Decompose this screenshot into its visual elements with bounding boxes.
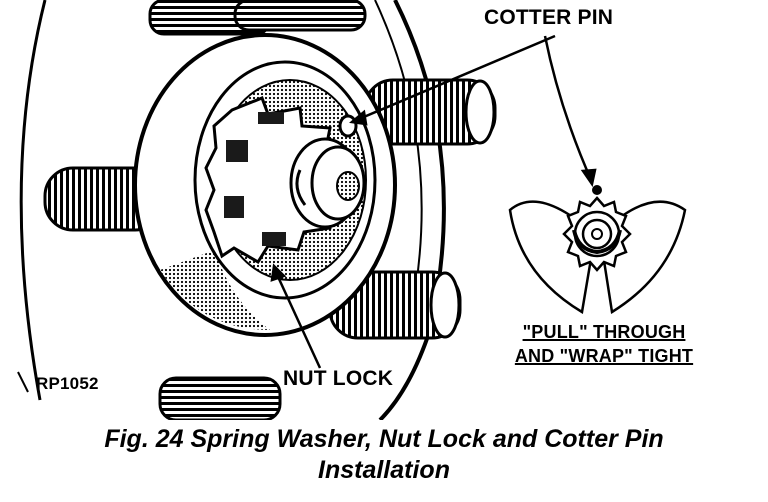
cotter-pin-label: COTTER PIN [484, 6, 614, 29]
reference-tick [17, 371, 29, 393]
cotter-pin-detail [508, 185, 687, 315]
spindle-end [289, 114, 366, 229]
instruction-line-1: "PULL" THROUGH [522, 322, 686, 342]
upper-right-stud [363, 78, 497, 146]
nut-lock-label: NUT LOCK [283, 367, 394, 390]
nut-lock-leader [270, 263, 322, 369]
caption-line-1: Fig. 24 Spring Washer, Nut Lock and Cott… [104, 425, 664, 453]
top-stud [148, 0, 367, 36]
cotter-pin-leader [349, 34, 597, 188]
bottom-stud [158, 376, 282, 420]
instruction-label: "PULL" THROUGH AND "WRAP" TIGHT [498, 320, 710, 368]
lower-right-stud [328, 270, 462, 340]
instruction-line-2: AND "WRAP" TIGHT [514, 346, 694, 366]
caption-line-2: Installation [318, 456, 450, 484]
figure-caption: Fig. 24 Spring Washer, Nut Lock and Cott… [0, 424, 768, 486]
figure-reference-code: RP1052 [36, 374, 99, 393]
hub-illustration [17, 0, 687, 420]
